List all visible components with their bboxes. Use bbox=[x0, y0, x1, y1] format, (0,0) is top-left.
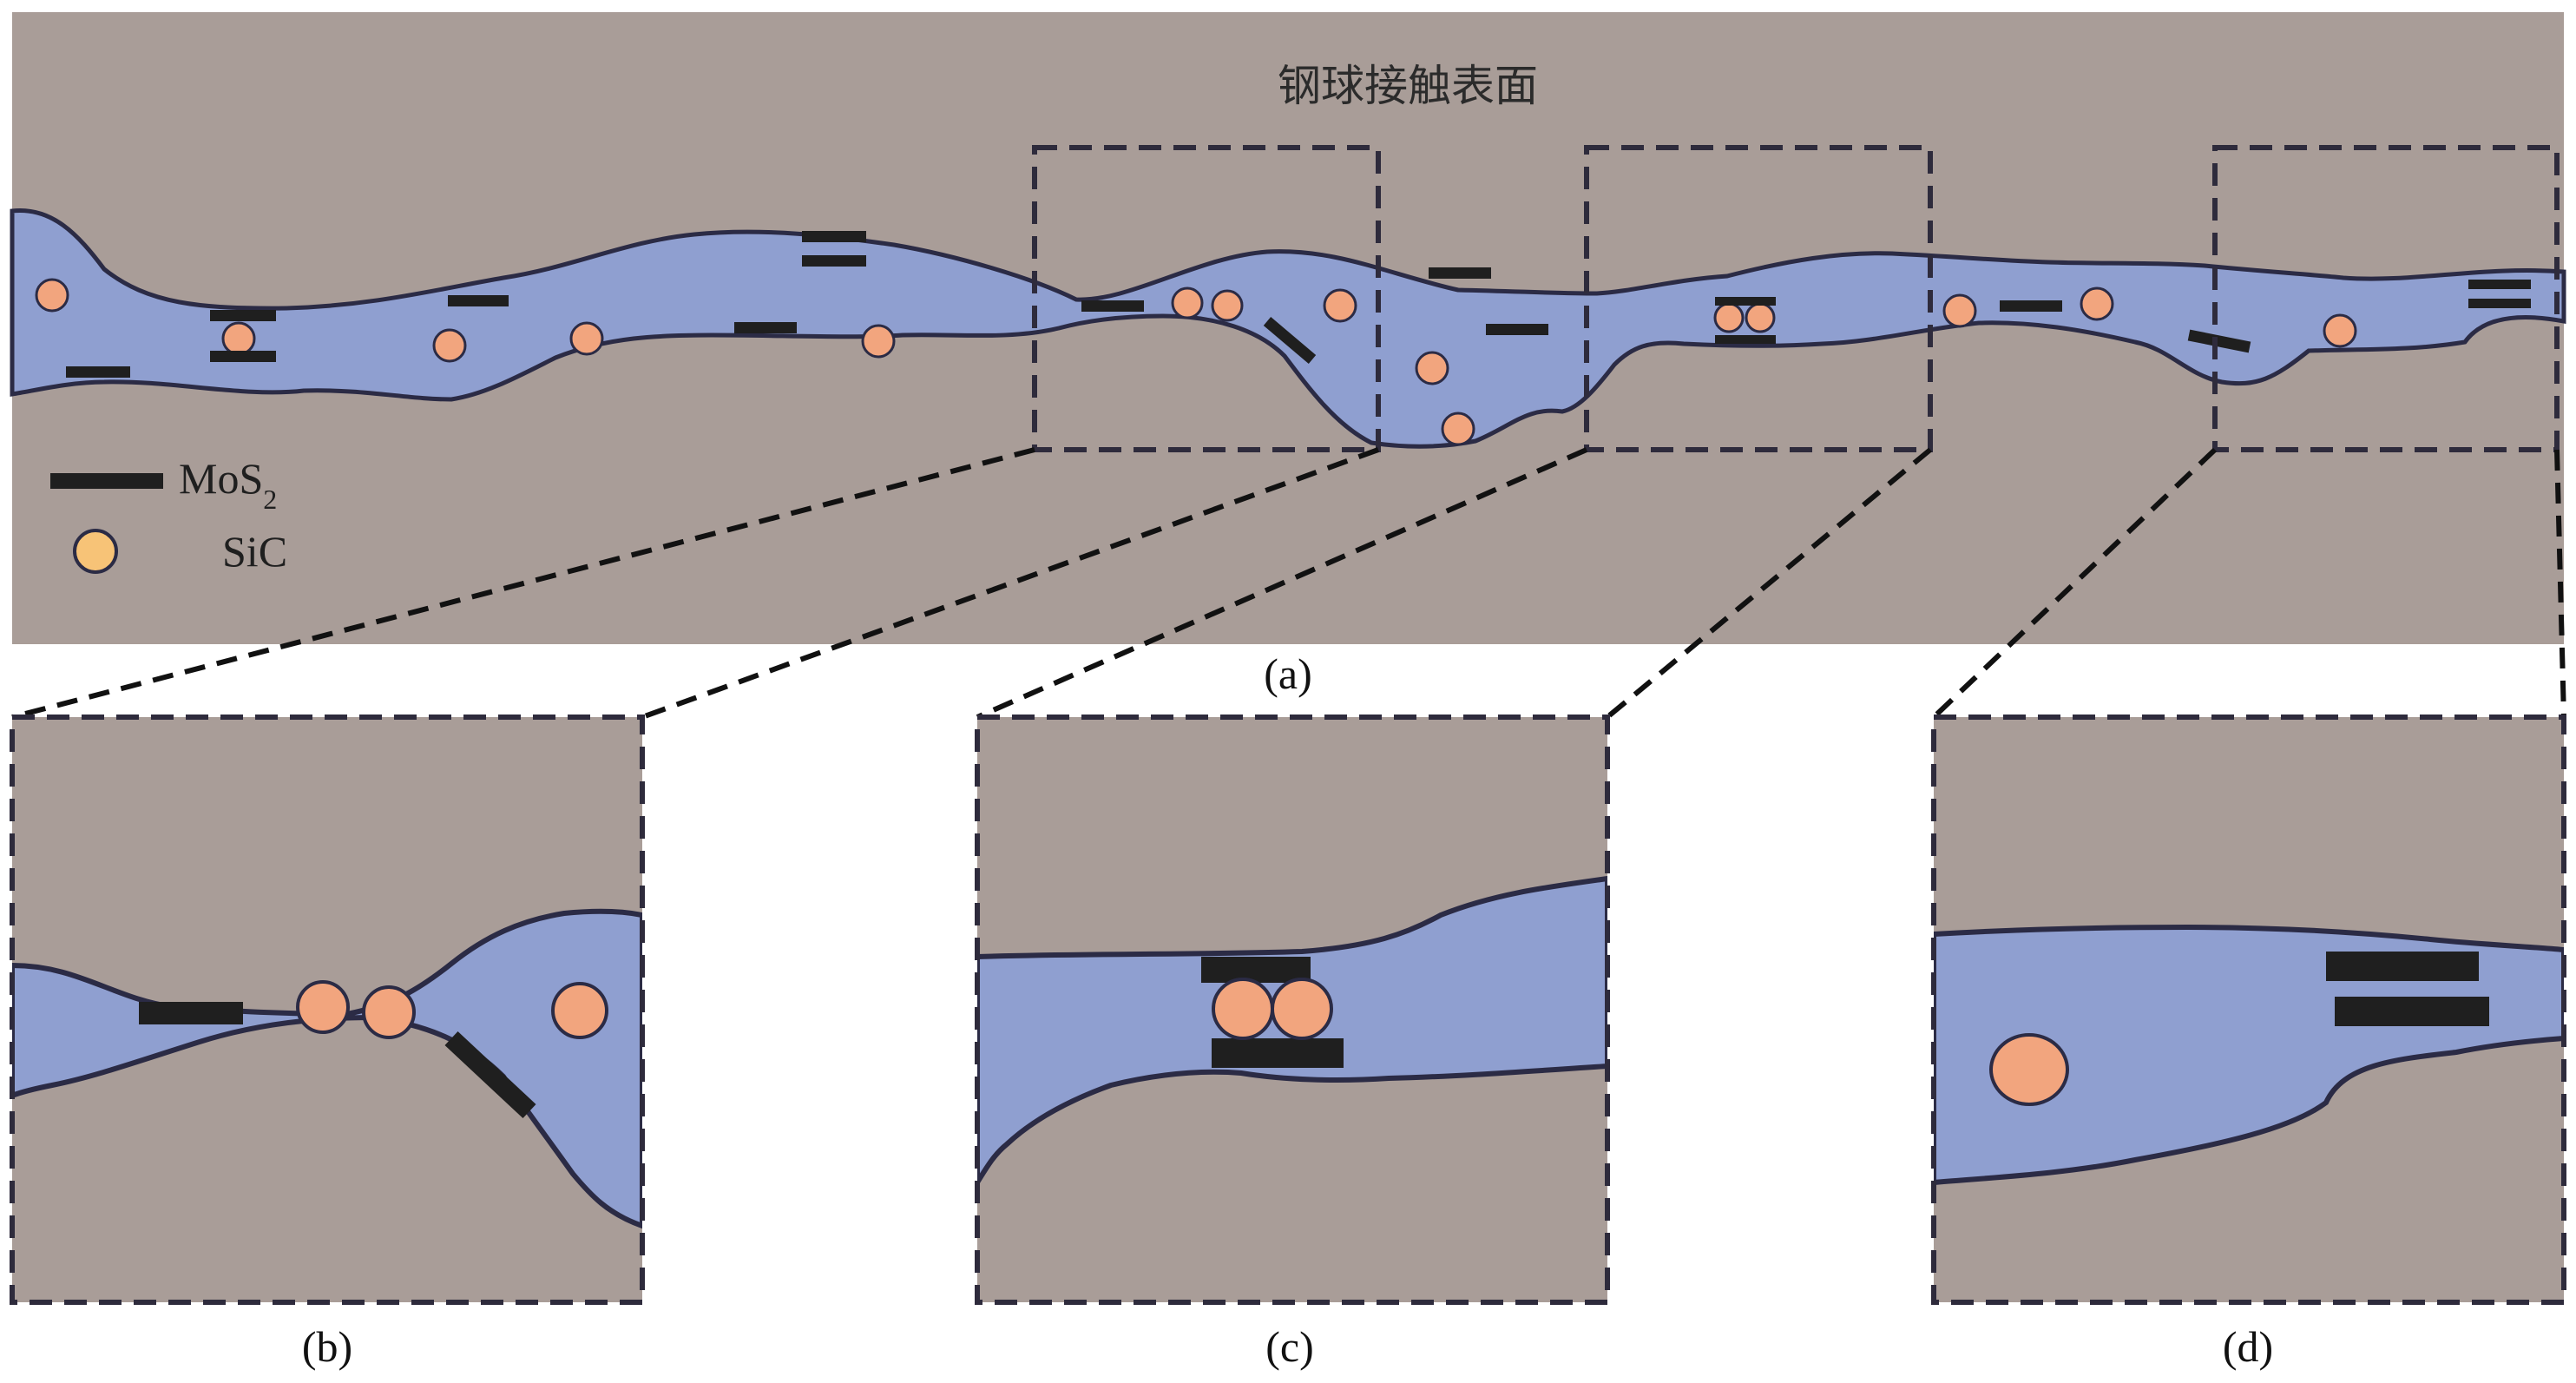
mos2-sheet bbox=[802, 231, 866, 242]
mos2-sheet bbox=[2326, 952, 2479, 981]
mos2-sheet bbox=[802, 255, 866, 267]
panel-b: (b) bbox=[12, 717, 642, 1371]
mos2-sheet bbox=[1715, 335, 1776, 344]
mos2-sheet bbox=[1429, 267, 1491, 279]
sic-particle bbox=[1212, 291, 1242, 320]
mos2-sheet bbox=[1486, 324, 1548, 335]
mos2-sheet bbox=[1212, 1038, 1344, 1068]
sic-particle bbox=[1991, 1035, 2067, 1104]
sic-particle bbox=[863, 326, 894, 357]
sic-particle bbox=[364, 987, 414, 1037]
mos2-sheet bbox=[2335, 997, 2489, 1026]
mos2-sheet bbox=[210, 310, 276, 321]
panel-c: (c) bbox=[977, 717, 1607, 1371]
mos2-sheet bbox=[734, 322, 797, 333]
sic-particle bbox=[1213, 979, 1272, 1038]
sic-particle bbox=[553, 984, 607, 1037]
mos2-sheet bbox=[448, 295, 509, 306]
sic-particle bbox=[1715, 304, 1743, 332]
sic-legend-dot bbox=[75, 530, 116, 572]
panel-b-label: (b) bbox=[302, 1322, 352, 1371]
sic-particle bbox=[36, 280, 68, 311]
sic-particle bbox=[1416, 352, 1448, 384]
panel-d-label: (d) bbox=[2223, 1322, 2273, 1371]
sic-particle bbox=[1746, 304, 1774, 332]
mos2-sheet bbox=[1715, 297, 1776, 306]
mos2-sheet bbox=[66, 366, 130, 378]
mos2-sheet bbox=[2000, 300, 2062, 312]
panel-a: 钢球接触表面 MoS2 SiC (a) bbox=[12, 12, 2564, 698]
sic-particle bbox=[1173, 288, 1202, 318]
sic-particle bbox=[1944, 295, 1975, 326]
panel-a-label: (a) bbox=[1264, 649, 1312, 698]
sic-particle bbox=[571, 323, 602, 354]
mos2-sheet bbox=[139, 1002, 243, 1024]
sic-particle bbox=[434, 330, 465, 361]
mos2-sheet bbox=[210, 351, 276, 362]
mos2-sheet bbox=[2468, 299, 2531, 308]
sic-particle bbox=[223, 323, 254, 354]
mos2-sheet bbox=[1081, 300, 1144, 312]
panel-c-label: (c) bbox=[1265, 1322, 1314, 1371]
sic-particle bbox=[1324, 290, 1356, 321]
steel-ball-surface-label: 钢球接触表面 bbox=[1278, 61, 1538, 111]
mos2-legend-swatch bbox=[50, 473, 163, 489]
sic-particle bbox=[298, 982, 348, 1032]
sic-legend-label: SiC bbox=[222, 527, 287, 576]
sic-particle bbox=[2324, 315, 2356, 346]
sic-particle bbox=[2081, 288, 2113, 319]
sic-particle bbox=[1442, 413, 1474, 445]
mos2-sheet bbox=[2468, 280, 2531, 289]
panel-d: (d) bbox=[1934, 717, 2564, 1371]
sic-particle bbox=[1272, 979, 1331, 1038]
